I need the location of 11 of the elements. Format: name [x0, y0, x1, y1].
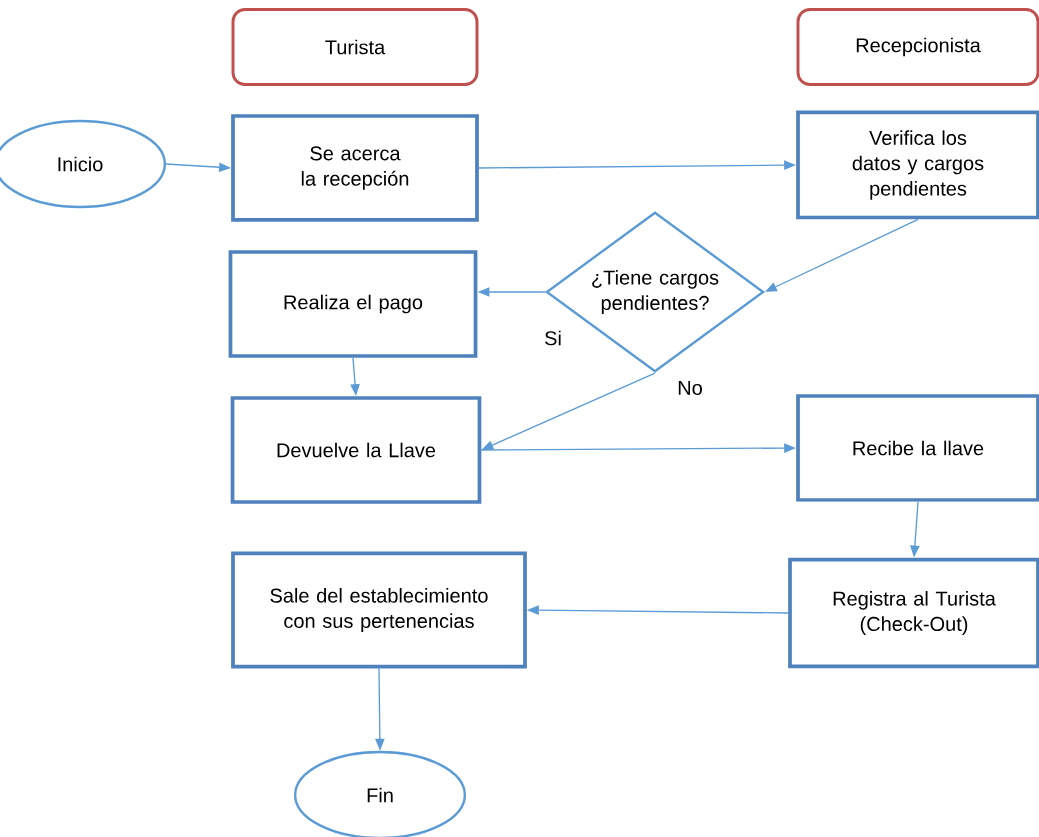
- process-box: Se acerca la recepción: [231, 114, 479, 222]
- process-box: Verifica los datos y cargos pendientes: [796, 110, 1039, 220]
- process-box: Registra al Turista (Check-Out): [788, 557, 1039, 669]
- lane-header-box: Turista: [231, 8, 479, 86]
- process-box: Realiza el pago: [228, 250, 478, 358]
- process-box: Devuelve la Llave: [230, 396, 482, 504]
- process-box: Sale del establecimiento con sus pertenencias: [231, 551, 527, 669]
- edge-label: Si: [542, 329, 564, 347]
- lane-header-box: Recepcionista: [796, 8, 1039, 86]
- process-box: Recibe la llave: [796, 394, 1039, 502]
- edge-label: No: [675, 379, 705, 397]
